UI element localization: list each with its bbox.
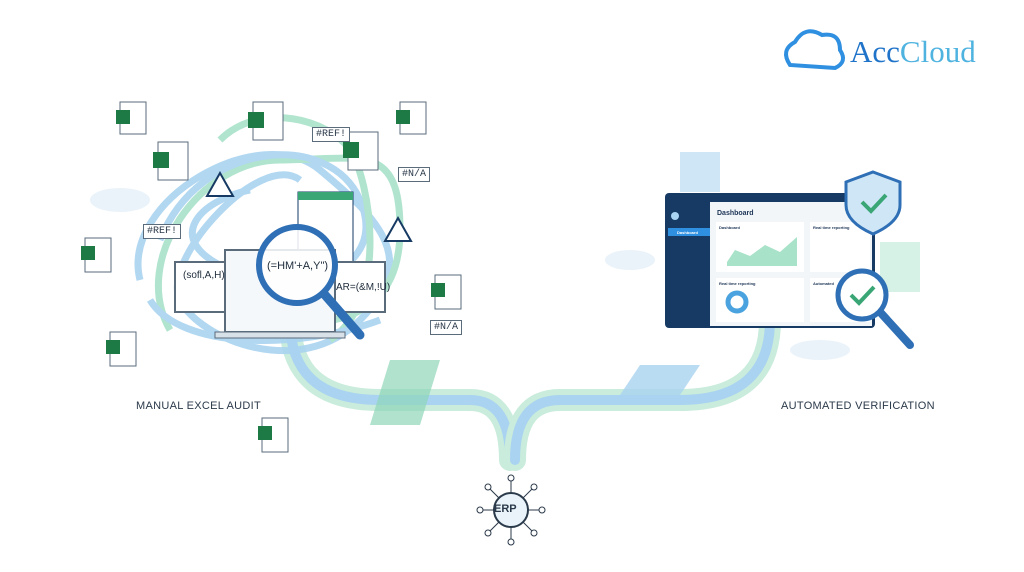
magnifier-check-icon (835, 268, 914, 349)
erp-hub-icon (476, 474, 546, 546)
warning-icon (383, 215, 413, 242)
nav-item-dashboard: Dashboard (677, 230, 698, 235)
error-tag: #N/A (430, 320, 463, 335)
card-title: Real time reporting (719, 281, 756, 286)
bg-square (880, 242, 920, 292)
card-title: Real time reporting (813, 225, 850, 230)
formula-right: AR=(&M,!U) (336, 282, 391, 293)
erp-label: ERP (494, 503, 517, 515)
dashboard-title: Dashboard (717, 210, 754, 217)
formula-left: (sofl,A,H) (183, 270, 225, 281)
error-tag: #N/A (398, 167, 431, 182)
brand-logo: AccCloud (850, 34, 976, 69)
formula-magnified: (=HM'+A,Y") (267, 260, 329, 272)
error-tag: #REF! (312, 127, 351, 142)
card-title: Dashboard (719, 225, 740, 230)
excel-file-icons (81, 101, 462, 453)
label-manual-excel-audit: MANUAL EXCEL AUDIT (136, 400, 262, 412)
dashboard-window (665, 193, 875, 328)
logo-cloud-icon (784, 29, 846, 71)
warning-icon (205, 170, 235, 197)
error-tag: #REF! (143, 224, 182, 239)
magnifier-icon (256, 224, 365, 340)
shield-check-icon (844, 170, 902, 236)
bg-square (680, 152, 720, 192)
cloud-shape (605, 250, 655, 270)
cloud-shape (90, 188, 150, 212)
card-title: Automated (813, 281, 834, 286)
label-automated-verification: AUTOMATED VERIFICATION (781, 400, 935, 412)
cloud-shape (790, 340, 850, 360)
pipes (279, 309, 781, 471)
